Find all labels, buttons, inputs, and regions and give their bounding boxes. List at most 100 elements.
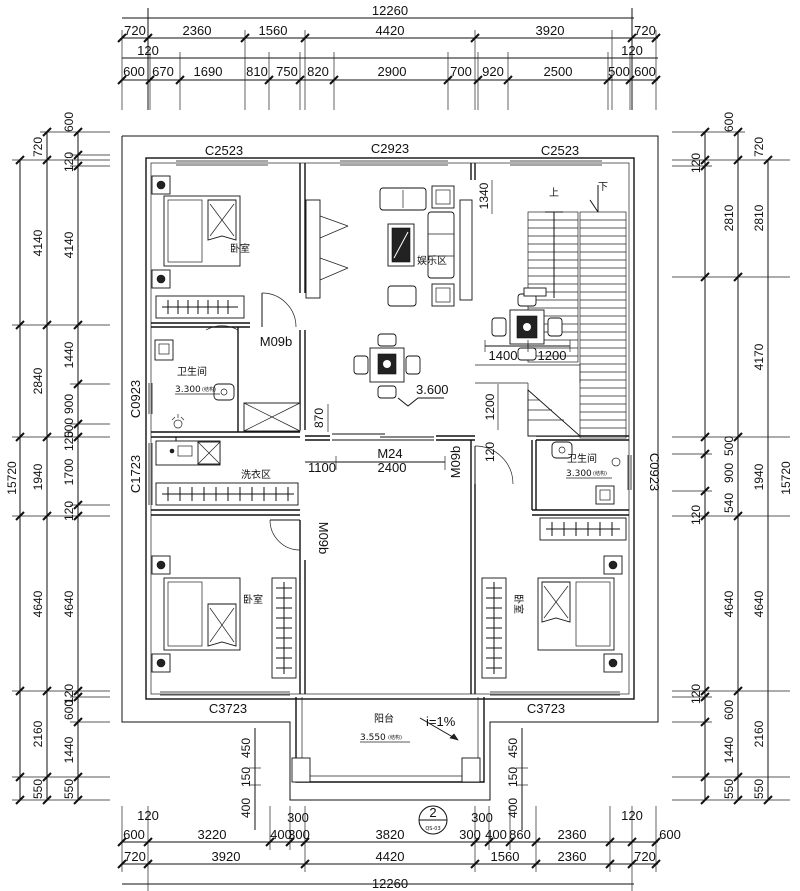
- dim-top-r2-0: 600: [123, 64, 145, 79]
- balcony-dimensions: 450 150 400 450 150 400: [239, 728, 528, 830]
- door-m09b-bedroom-bl: [269, 519, 301, 551]
- ref-tag-number: 2: [429, 805, 436, 820]
- dim-right-o0: 2810: [752, 204, 766, 231]
- dim-right-i2: 120: [689, 153, 703, 173]
- win-label-laundry: C1723: [128, 455, 143, 493]
- dim-right-i3: 2810: [722, 204, 736, 231]
- elev-balcony: 3.550: [360, 733, 386, 743]
- dim-left-i7: 120: [62, 431, 76, 451]
- dim-right-i10: 600: [722, 700, 736, 720]
- dim-bottom-r1-4: 3820: [376, 827, 405, 842]
- dim-bottom-r1-2: 400: [270, 827, 292, 842]
- dim-left-i5: 900: [62, 394, 76, 414]
- dim-left-i13: 1440: [62, 736, 76, 763]
- room-label-bedroom-br: 卧室: [512, 594, 525, 614]
- dim-bottom-r2-1: 3920: [212, 849, 241, 864]
- stair-down-label: 下: [598, 182, 608, 193]
- elev-bath-left: 3.300: [175, 385, 201, 395]
- dim-int-870: 870: [312, 408, 326, 428]
- bedroom-bottom-left: 卧室: [151, 555, 297, 679]
- dim-int-1200h: 1200: [538, 348, 567, 363]
- window-labels: C2523 C2923 C2523 C3723 C3723 C0923 C172…: [128, 141, 662, 716]
- door-labels: M09b M09b M09b M24: [260, 334, 463, 554]
- window-c1723-left: [145, 443, 153, 505]
- dim-int-2400: 2400: [378, 460, 407, 475]
- dim-balc-r450: 450: [506, 738, 520, 758]
- room-label-bedroom-bl: 卧室: [243, 593, 263, 606]
- slope-label: i=1%: [426, 714, 456, 729]
- dim-bottom-r1-8: 2360: [558, 827, 587, 842]
- interior-dimensions: 1340 870 1100 2400 1400 1200 1200 120: [305, 180, 571, 475]
- left-dimensions: 15720 4140 2840 1940 4640 2160 550 600 7…: [5, 112, 110, 805]
- dim-top-r2-9: 2500: [544, 64, 573, 79]
- dim-top-r2-4: 750: [276, 64, 298, 79]
- dim-right-o4: 2160: [752, 720, 766, 747]
- dim-int-1400: 1400: [489, 348, 518, 363]
- win-label-tr: C2523: [541, 143, 579, 158]
- dim-left-i2: 120: [62, 152, 76, 172]
- door-m24-sliding: [332, 433, 434, 441]
- dim-bottom-120-left: 120: [137, 808, 159, 823]
- dim-left-i12: 600: [62, 700, 76, 720]
- dim-left-i4: 1440: [62, 341, 76, 368]
- door-m09b-bedroom-tl: [261, 292, 297, 328]
- doors: [175, 292, 514, 551]
- dim-right-i5: 900: [722, 463, 736, 483]
- balcony: 阳台 3.550 (结构) i=1%: [360, 712, 459, 743]
- room-label-bath-left: 卫生间: [177, 365, 207, 378]
- dim-left-i8: 1700: [62, 458, 76, 485]
- window-c0923-left: [145, 383, 153, 414]
- staircase: 上 下: [527, 182, 627, 439]
- dim-right-i4: 500: [722, 436, 736, 456]
- bathroom-left: 卫生间 3.300 (结构): [154, 339, 235, 429]
- dim-bottom-r1-9: 600: [659, 827, 681, 842]
- dim-right-o3: 4640: [752, 590, 766, 617]
- door-label-right: M09b: [448, 446, 463, 479]
- dim-top-r1-2: 1560: [259, 23, 288, 38]
- dim-int-120: 120: [483, 442, 497, 462]
- dim-balc-l450: 450: [239, 738, 253, 758]
- dim-bottom-300-right: 300: [471, 810, 493, 825]
- dim-right-i12: 550: [722, 779, 736, 799]
- dim-balc-r400: 400: [506, 798, 520, 818]
- dim-bottom-300-left: 300: [287, 810, 309, 825]
- dim-right-o2: 1940: [752, 463, 766, 490]
- dim-right-i9: 120: [689, 684, 703, 704]
- dim-int-1100: 1100: [308, 460, 336, 475]
- elev-note-bath-left: (结构): [202, 386, 216, 393]
- elev-note-balcony: (结构): [388, 734, 402, 741]
- bathroom-right: 卫生间 3.300 (结构): [551, 441, 621, 505]
- bedroom-bottom-right: 卧室: [481, 517, 627, 679]
- win-label-bl: C3723: [209, 701, 247, 716]
- dim-bottom-r2-0: 720: [124, 849, 146, 864]
- window-c3723-left: [160, 691, 290, 700]
- win-label-bath-left: C0923: [128, 380, 143, 418]
- dim-bottom-r1-7: 860: [509, 827, 531, 842]
- elev-hall: 3.600: [416, 382, 449, 397]
- interior-walls: [151, 163, 629, 694]
- dim-left-o2: 1940: [31, 463, 45, 490]
- dim-left-i0: 600: [62, 112, 76, 132]
- room-label-bedroom-tl: 卧室: [230, 242, 250, 255]
- dim-bottom-r1-0: 600: [123, 827, 145, 842]
- dim-top-r2-1: 670: [152, 64, 174, 79]
- dim-bottom-r2-5: 720: [634, 849, 656, 864]
- dim-bottom-120-right: 120: [621, 808, 643, 823]
- dim-bottom-r1-3: 300: [288, 827, 310, 842]
- dim-top-120-left: 120: [137, 43, 159, 58]
- dim-bottom-total: 12260: [372, 876, 408, 891]
- dim-top-r2-3: 810: [246, 64, 268, 79]
- window-c2523-right: [510, 157, 602, 166]
- bottom-dimensions: 120 120 300 300 600 3220 400 300 3820 30…: [117, 806, 681, 891]
- dim-top-r1-4: 3920: [536, 23, 565, 38]
- room-label-balcony: 阳台: [374, 712, 394, 725]
- dim-right-i1: 720: [752, 137, 766, 157]
- door-m09b-bath-left: [205, 325, 239, 331]
- room-label-entertainment: 娱乐区: [417, 254, 447, 267]
- dim-bottom-r2-4: 2360: [558, 849, 587, 864]
- ref-tag-sheet: QS-03: [425, 826, 440, 832]
- dim-int-1200v: 1200: [483, 393, 497, 420]
- top-dimensions: 12260 720 2360 1560 4420 3920 720 120 12…: [117, 3, 661, 110]
- dim-balc-l400: 400: [239, 798, 253, 818]
- dim-left-i6: 500: [62, 418, 76, 438]
